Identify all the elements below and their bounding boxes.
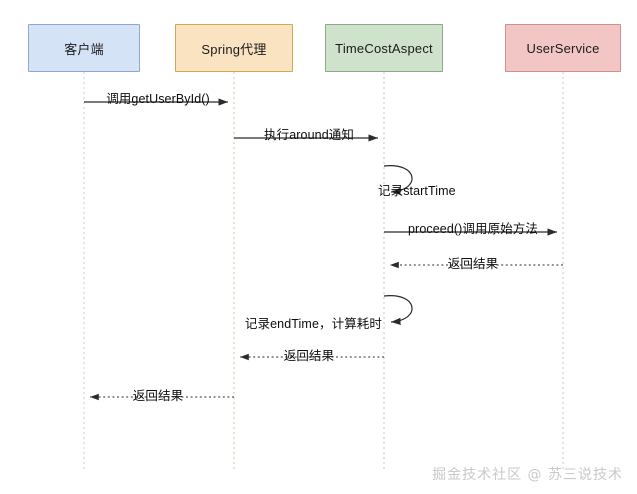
message-label-m5: 返回结果 (447, 257, 499, 271)
participant-label: UserService (526, 40, 600, 56)
self-message-arrow-m3 (383, 165, 413, 195)
messages-layer (84, 98, 563, 401)
participant-box-client[interactable]: 客户端 (28, 24, 140, 72)
message-label-m6: 记录endTime，计算耗时 (244, 317, 382, 331)
message-label-m3: 记录startTime (378, 184, 456, 198)
self-message-arrow-m6 (383, 295, 413, 325)
participant-box-spring-proxy[interactable]: Spring代理 (175, 24, 293, 72)
message-label-m2: 执行around通知 (264, 128, 354, 142)
message-label-m4: proceed()调用原始方法 (408, 222, 538, 236)
message-label-m7: 返回结果 (283, 349, 335, 363)
participant-label: 客户端 (64, 41, 104, 57)
participant-box-timecostaspect[interactable]: TimeCostAspect (325, 24, 443, 72)
participant-label: Spring代理 (201, 41, 267, 57)
message-label-m8: 返回结果 (132, 389, 184, 403)
participant-box-userservice[interactable]: UserService (505, 24, 621, 72)
watermark-text: 掘金技术社区 @ 苏三说技术 (432, 467, 623, 483)
participant-label: TimeCostAspect (335, 40, 433, 56)
message-label-m1: 调用getUserById() (106, 92, 210, 106)
